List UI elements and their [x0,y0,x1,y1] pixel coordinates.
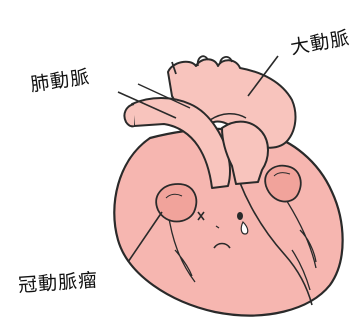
label-coronary-aneurysm: 冠動脈瘤 [17,265,99,298]
aneurysm-left [156,184,196,222]
pulmonary-branch [124,104,134,126]
right-eye [237,212,243,220]
